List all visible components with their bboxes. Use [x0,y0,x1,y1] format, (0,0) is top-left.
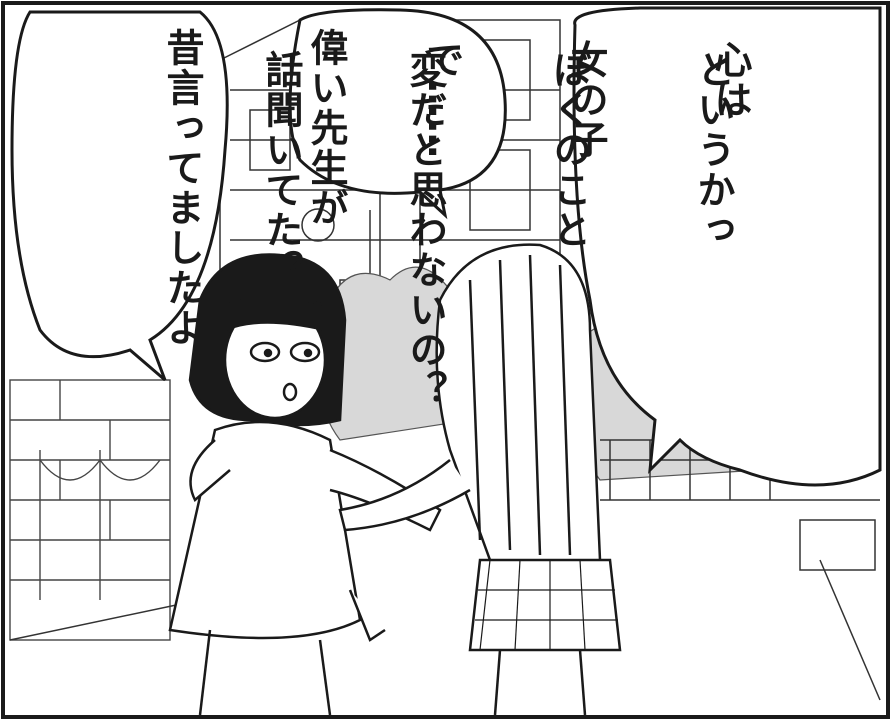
bubble-top-shape [288,8,507,220]
bubble-top-text: 心は 女の子 で…… [322,40,850,160]
bubble-right-line-4: 話聞いてた？ [259,50,303,290]
bubble-top-line-3: で…… [420,40,464,160]
bubble-top-line-1: 心は [708,40,752,120]
bubble-right-line-1: というかっ [691,50,735,250]
bubble-left-text: 偉い先生が 昔言ってましたよ [62,28,446,348]
bubble-right-line-3: 変だと思わないの？ [403,50,447,410]
bubble-left-shape [10,10,229,382]
bubble-left-line-2: 昔言ってましたよ [160,28,204,348]
brick-wall [9,379,171,641]
girl-right-figure [338,243,622,716]
girl-left-figure [168,253,442,716]
bubble-right-line-2: ぼくのこと [547,50,591,250]
bubble-top-line-2: 女の子 [564,40,608,160]
ground [9,499,881,701]
bubble-left-line-1: 偉い先生が [304,28,348,228]
bubble-right-text: というかっ ぼくのこと 変だと思わないの？ 話聞いてた？ [161,50,833,410]
speech-bubbles [10,6,882,487]
bubble-right-shape [572,6,882,487]
